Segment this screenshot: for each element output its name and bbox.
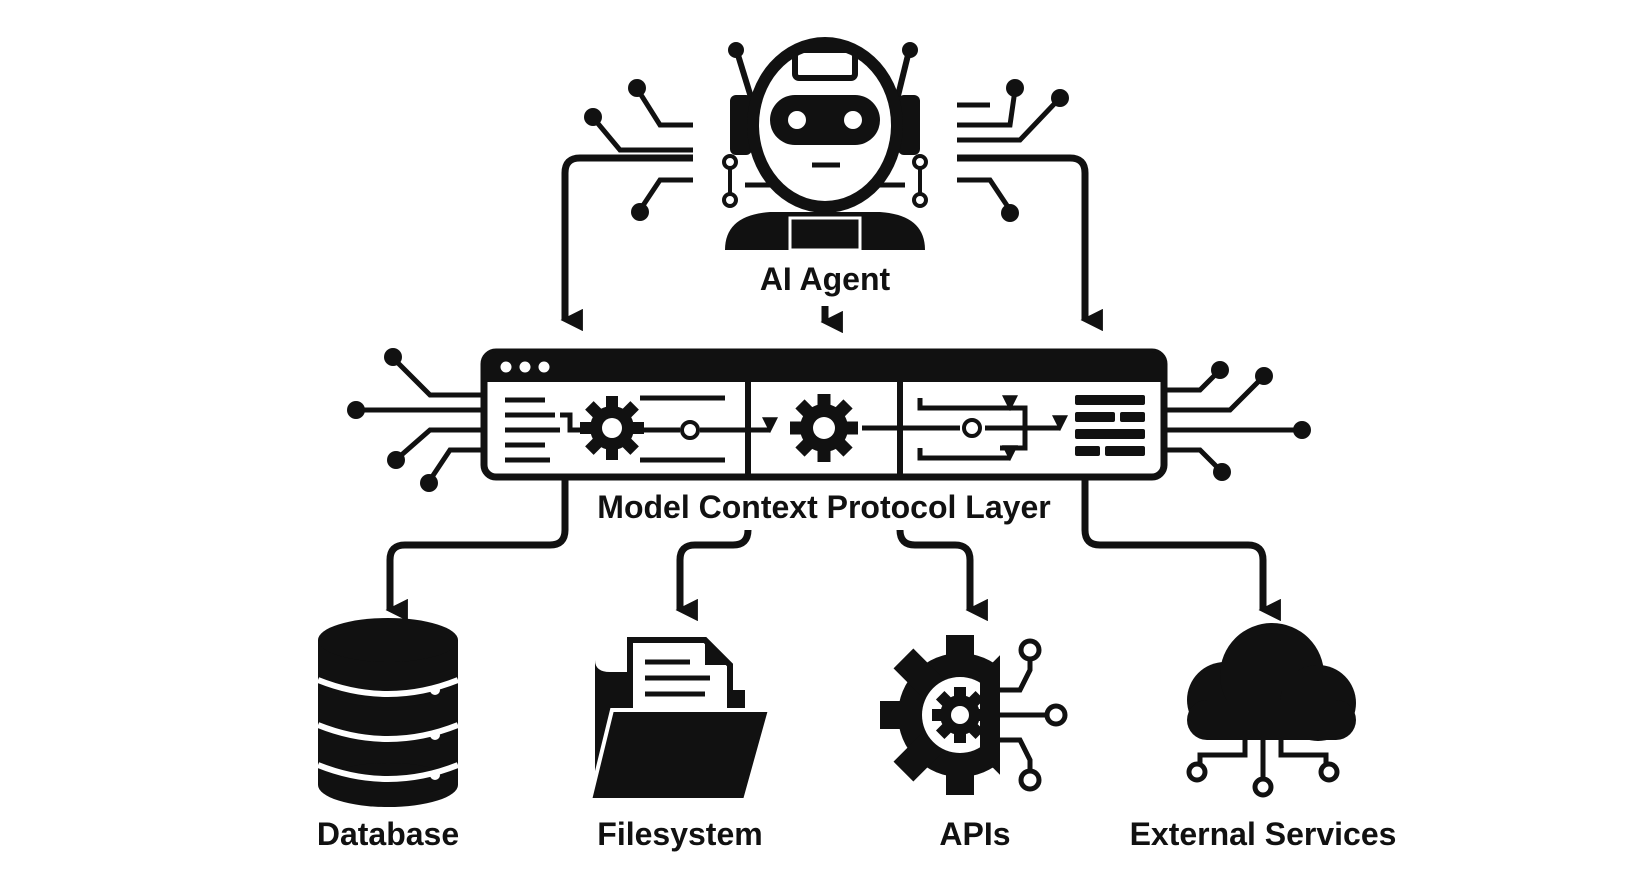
api-gear-icon: [880, 635, 1068, 795]
layer-label: Model Context Protocol Layer: [597, 489, 1050, 525]
cloud-icon: [1186, 623, 1356, 798]
folder-icon: [587, 637, 773, 802]
gear-icon: [790, 394, 858, 462]
gear-icon: [580, 396, 644, 460]
target-label-filesystem: Filesystem: [597, 816, 762, 852]
agent-circuit-right: [957, 89, 1060, 212]
target-label-database: Database: [317, 816, 459, 852]
layer-to-targets-arrows: [385, 477, 1281, 622]
layer-circuit-left: [360, 358, 484, 482]
target-label-apis: APIs: [939, 816, 1010, 852]
robot-icon: [722, 37, 928, 252]
data-blocks-icon: [1075, 395, 1145, 456]
layer-panel-routing: [862, 395, 1069, 462]
database-icon: [316, 618, 460, 807]
target-label-external-services: External Services: [1130, 816, 1397, 852]
agent-label: AI Agent: [760, 261, 891, 297]
agent-to-layer-arrows: [560, 154, 1103, 334]
agent-circuit-left: [593, 88, 693, 212]
layer-panel-input: [505, 395, 779, 463]
layer-circuit-right: [1164, 370, 1300, 472]
